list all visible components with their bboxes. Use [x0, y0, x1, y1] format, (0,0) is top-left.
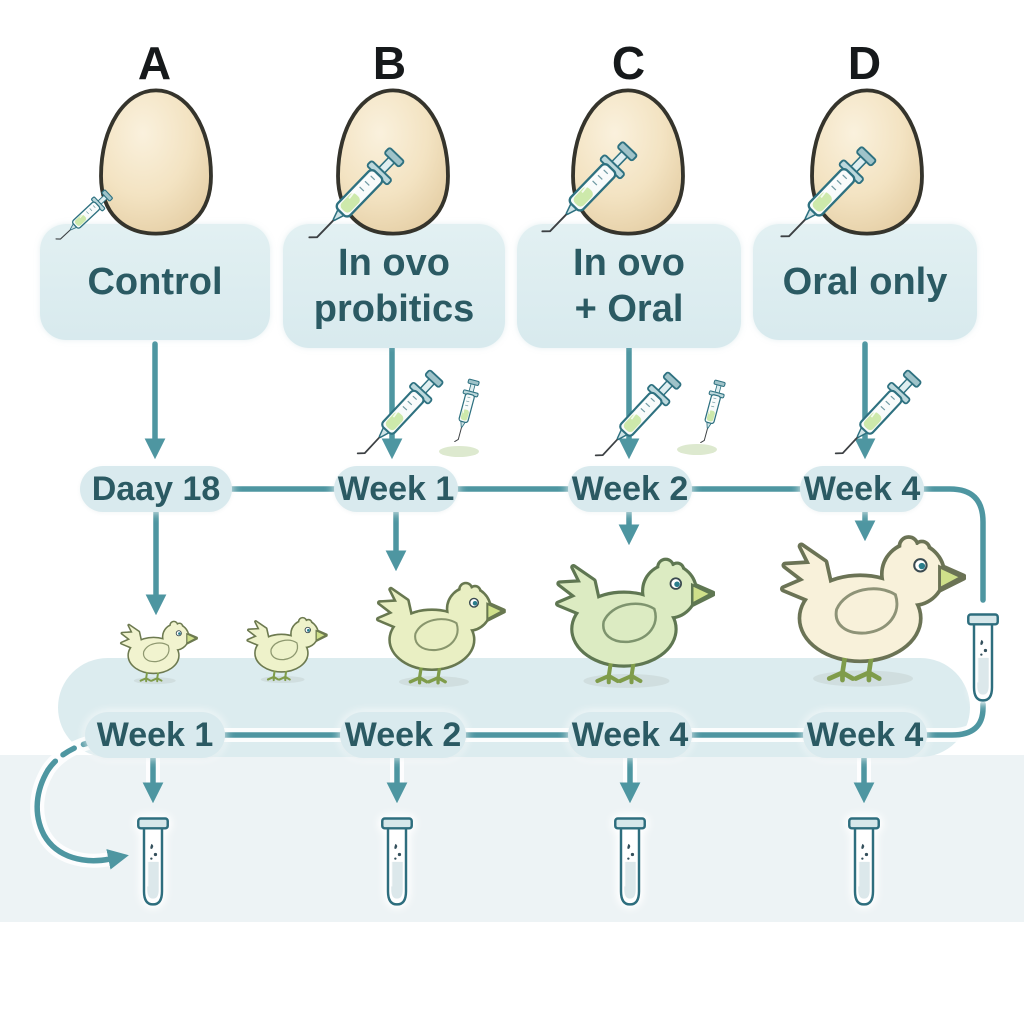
injection-pill-day18: Daay 18	[80, 466, 232, 512]
chick-icon	[543, 548, 715, 690]
group-label-line1: In ovo	[338, 241, 450, 284]
injection-pill-week2: Week 2	[568, 466, 692, 512]
group-letter-a: A	[137, 37, 173, 89]
group-label-box-d: Oral only	[753, 224, 977, 340]
test-tube-icon	[612, 816, 648, 911]
chick-icon	[114, 616, 198, 685]
syringe-icon	[578, 361, 693, 480]
small-syringe-icon	[690, 376, 733, 451]
group-label-box-c: In ovo + Oral	[517, 224, 741, 348]
group-label-line2: probitics	[313, 288, 475, 330]
syringe-icon	[340, 359, 455, 478]
group-label-line1: Control	[87, 260, 223, 303]
test-tube-icon	[965, 612, 1001, 707]
group-label-line1: In ovo	[573, 241, 685, 284]
syringe-shadow	[677, 444, 717, 455]
chick-icon	[240, 612, 328, 684]
egg-icon	[92, 84, 220, 240]
test-tube-icon	[135, 816, 171, 911]
group-label-box-a: Control	[40, 224, 270, 340]
injection-pill-week4: Week 4	[800, 466, 924, 512]
syringe-shadow	[439, 446, 479, 457]
test-tube-icon	[379, 816, 415, 911]
group-label-line1: Oral only	[782, 260, 948, 303]
syringe-icon	[818, 359, 933, 478]
chicken-icon	[766, 524, 966, 689]
test-tube-icon	[846, 816, 882, 911]
sampling-pill-week4a: Week 4	[568, 712, 692, 758]
group-label-line2: + Oral	[574, 288, 684, 330]
sampling-pill-week1: Week 1	[85, 712, 225, 758]
sampling-pill-week4b: Week 4	[803, 712, 927, 758]
injection-pill-week1: Week 1	[334, 466, 458, 512]
sampling-pill-week2: Week 2	[340, 712, 466, 758]
chick-icon	[366, 574, 506, 689]
group-letter-b: B	[372, 37, 408, 89]
group-letter-c: C	[611, 37, 647, 89]
group-label-box-b: In ovo probitics	[283, 224, 505, 348]
group-letter-d: D	[847, 37, 883, 89]
